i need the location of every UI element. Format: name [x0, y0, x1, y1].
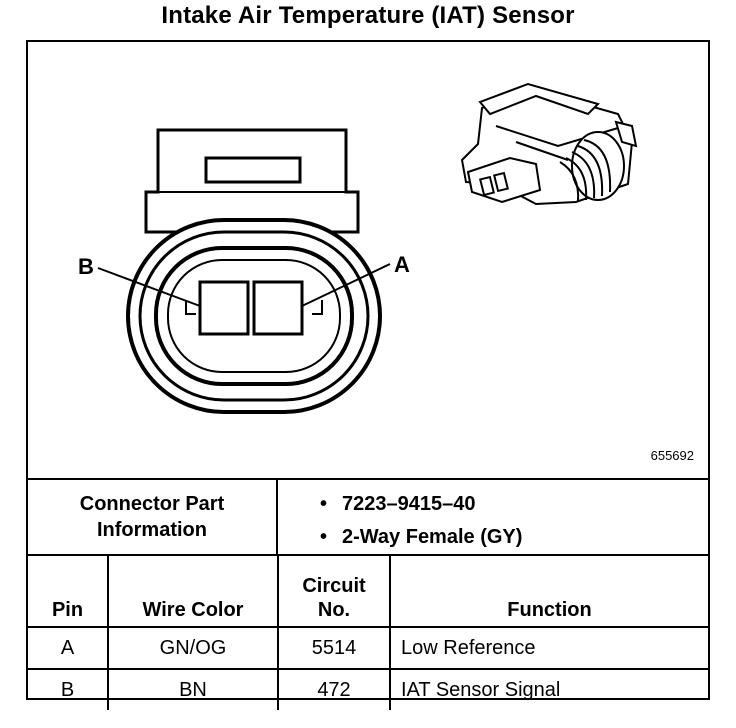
- connector-diagram: B A 655692: [28, 42, 708, 478]
- connector-3d-illustration: [460, 82, 638, 206]
- page-title: Intake Air Temperature (IAT) Sensor: [161, 2, 575, 29]
- pin-label-b: B: [78, 254, 94, 279]
- leader-line-a: [301, 263, 391, 307]
- sensor-chart-frame: B A 655692: [26, 40, 710, 710]
- table-row: B BN 472 IAT Sensor Signal: [28, 668, 708, 710]
- cell-pin: B: [28, 668, 109, 710]
- pin-label-a: A: [394, 252, 410, 277]
- connector-info-label-line1: Connector Part: [79, 493, 225, 515]
- leader-line-b: [97, 267, 201, 307]
- connector-info-label: Connector Part Information: [28, 480, 278, 554]
- connector-part-number: •7223–9415–40: [320, 493, 476, 515]
- pin-table: Pin Wire Color Circuit No. Function A GN…: [28, 554, 708, 710]
- header-function: Function: [389, 554, 708, 628]
- terminal-cavity-a: [252, 280, 304, 336]
- figure-id: 655692: [650, 448, 694, 463]
- table-row: A GN/OG 5514 Low Reference: [28, 626, 708, 670]
- connector-face-drawing: B A: [78, 82, 638, 414]
- header-circuit: Circuit No.: [277, 554, 391, 628]
- cell-circuit: 472: [277, 668, 391, 710]
- connector-type: •2-Way Female (GY): [320, 526, 523, 548]
- cell-circuit: 5514: [277, 626, 391, 670]
- cell-pin: A: [28, 626, 109, 670]
- header-pin: Pin: [28, 554, 109, 628]
- connector-inner-ring: [154, 246, 354, 386]
- pin-table-header: Pin Wire Color Circuit No. Function: [28, 554, 708, 628]
- connector-info-label-line2: Information: [97, 519, 207, 541]
- cell-wire-color: BN: [107, 668, 279, 710]
- latch-window: [204, 156, 302, 184]
- connector-info-row: Connector Part Information •7223–9415–40…: [28, 478, 708, 554]
- header-wire-color: Wire Color: [107, 554, 279, 628]
- connector-info-values: •7223–9415–40 •2-Way Female (GY): [320, 488, 522, 554]
- terminal-cavity-b: [198, 280, 250, 336]
- connector-seal-ring: [138, 230, 370, 402]
- cell-function: Low Reference: [389, 626, 708, 670]
- cell-wire-color: GN/OG: [107, 626, 279, 670]
- cell-function: IAT Sensor Signal: [389, 668, 708, 710]
